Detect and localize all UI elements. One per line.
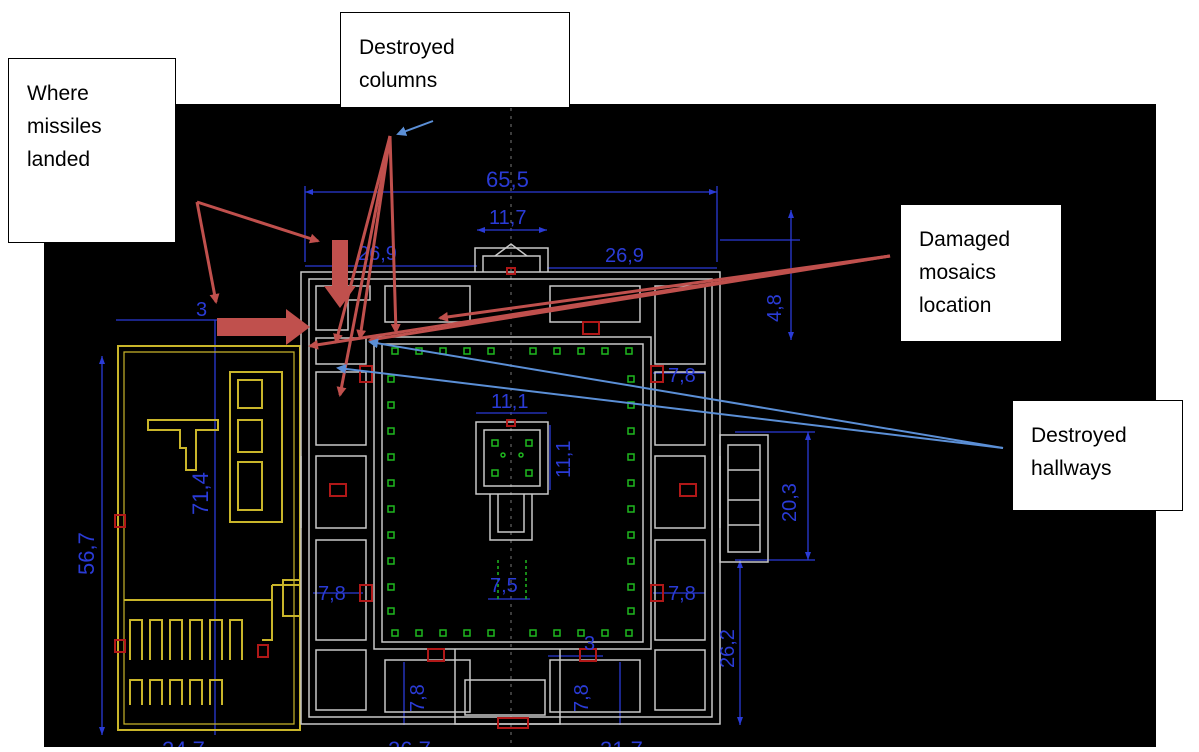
dimension-lines	[101, 186, 815, 735]
dim-south-left-gate: 7,8	[407, 684, 429, 712]
yellow-annex	[117, 345, 301, 731]
dim-right-hall-upper: 7,8	[668, 365, 696, 387]
dim-south-right-gate: 7,8	[571, 684, 593, 712]
mosaic-annotation-arrows	[308, 254, 891, 350]
dim-passage-width: 7,5	[490, 575, 518, 597]
dim-shrine-width: 11,1	[491, 391, 528, 413]
missile-annotation-arrows	[195, 200, 320, 304]
dim-annex-inner: 71,4	[188, 472, 213, 515]
dim-shrine-height: 11,1	[553, 441, 575, 478]
dim-annex-offset: 3	[196, 299, 207, 321]
main-enclosure	[300, 243, 769, 725]
courtyard-columns	[387, 347, 635, 637]
dim-bottom-mid: 26,7	[388, 737, 431, 747]
dim-right-wing: 26,9	[605, 245, 644, 267]
missile-arrow-left	[217, 309, 310, 345]
dimension-arrowheads	[99, 189, 811, 735]
dim-left-hall-lower: 7,8	[318, 583, 346, 605]
dim-south-right: 26,2	[717, 629, 739, 668]
dim-gate-width: 11,7	[489, 207, 526, 229]
blue-annotation-arrows	[336, 120, 1004, 449]
dim-bottom-left: 24,7	[162, 737, 205, 747]
damage-markers	[114, 267, 697, 729]
dim-east-wing: 20,3	[779, 483, 801, 522]
callout-destroyed-columns: Destroyed columns	[340, 12, 570, 108]
dim-gate-depth: 4,8	[764, 294, 786, 322]
dim-overall-width: 65,5	[486, 167, 529, 192]
callout-missiles-landed: Where missiles landed	[8, 58, 176, 243]
callout-destroyed-hallways: Destroyed hallways	[1012, 400, 1183, 511]
callout-damaged-mosaics: Damaged mosaics location	[900, 204, 1062, 342]
dim-right-hall-lower: 7,8	[668, 583, 696, 605]
dim-bottom-right: 31,7	[600, 737, 643, 747]
column-annotation-arrows	[333, 135, 401, 397]
dim-left-wing: 26,9	[358, 243, 397, 265]
dim-col-spacing: 3	[584, 633, 595, 655]
dim-annex-height: 56,7	[74, 532, 99, 575]
